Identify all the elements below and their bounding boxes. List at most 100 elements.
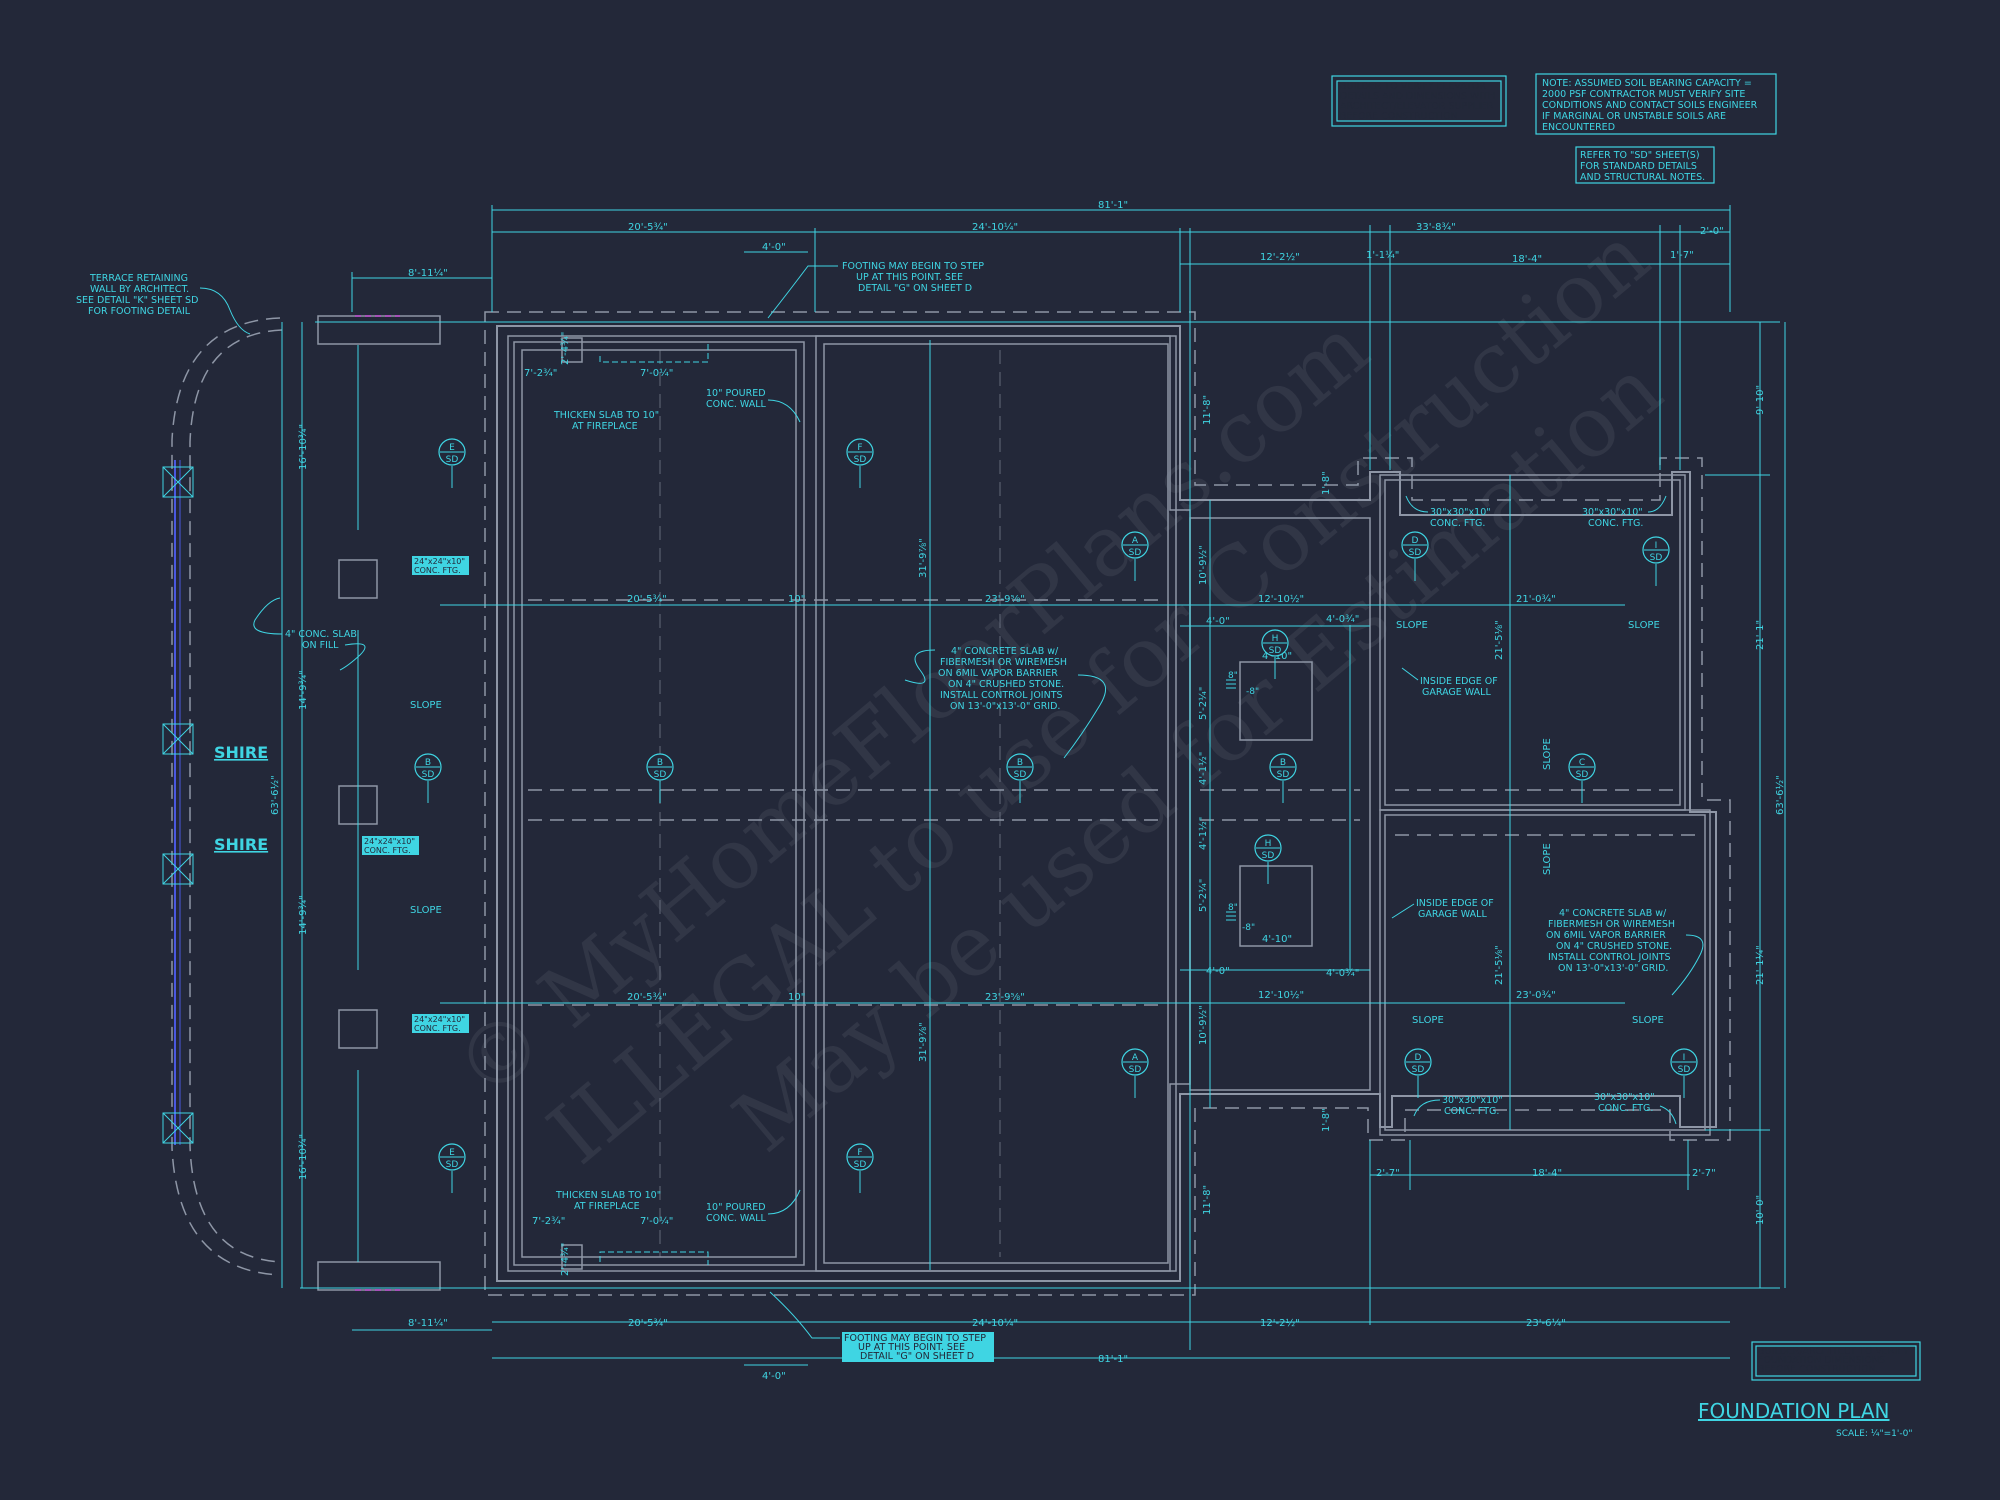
dim-stair-f: 4'-0¾" xyxy=(1326,614,1359,625)
section-marker-letter: I xyxy=(1655,541,1658,551)
section-marker-sheet: SD xyxy=(1129,548,1142,558)
section-marker: BSD xyxy=(1006,753,1034,803)
svg-text:10" POURED: 10" POURED xyxy=(706,1202,766,1213)
dim-elev-l: -8" xyxy=(1242,923,1255,933)
svg-text:CONC. FTG.: CONC. FTG. xyxy=(364,846,411,855)
svg-text:BUILDER TO VERIFY ELEVATOR: BUILDER TO VERIFY ELEVATOR xyxy=(1340,81,1486,92)
dim-right-v1: 9'-10" xyxy=(1755,385,1766,415)
note-terrace: TERRACE RETAINING WALL BY ARCHITECT. SEE… xyxy=(76,273,251,335)
section-marker-letter: H xyxy=(1272,634,1279,644)
svg-text:INSIDE EDGE OF: INSIDE EDGE OF xyxy=(1416,898,1494,909)
section-marker-sheet: SD xyxy=(446,1160,459,1170)
dim-mid-h3: 20'-5¾" xyxy=(627,992,667,1003)
section-marker-sheet: SD xyxy=(654,770,667,780)
note-soil-box: NOTE: ASSUMED SOIL BEARING CAPACITY = 20… xyxy=(1535,73,1777,135)
dim-garage-v2: 21'-5⅛" xyxy=(1494,945,1505,985)
dim-left-v2: 14'-9¾" xyxy=(298,670,309,710)
section-marker-sheet: SD xyxy=(1277,770,1290,780)
note-ftg-br1: 30"x30"x10" CONC. FTG. xyxy=(1413,1095,1503,1117)
terrace-columns xyxy=(317,315,441,1291)
section-marker-letter: B xyxy=(1017,758,1023,768)
dim-elev-m: 8" xyxy=(1228,671,1238,681)
section-marker: HSD xyxy=(1254,834,1282,884)
section-marker-letter: E xyxy=(449,1148,455,1158)
note-poured-bottom: 10" POURED CONC. WALL xyxy=(706,1189,801,1224)
dim-left-terrace-bottom: 8'-11¼" xyxy=(408,1317,448,1329)
reference-grid xyxy=(300,225,1780,1350)
svg-text:FIBERMESH OR WIREMESH: FIBERMESH OR WIREMESH xyxy=(940,657,1067,668)
dim-left-terrace-top: 8'-11¼" xyxy=(408,267,448,279)
section-marker: ISD xyxy=(1670,1048,1698,1098)
section-marker-sheet: SD xyxy=(1412,1065,1425,1075)
plan-title: FOUNDATION PLAN xyxy=(1698,1399,1890,1423)
dim-bottom-garage-b: 18'-4" xyxy=(1532,1168,1562,1179)
section-marker-sheet: SD xyxy=(854,1160,867,1170)
dim-bottom-overall: 81'-1" xyxy=(1098,1354,1128,1365)
section-marker: HSD xyxy=(1261,629,1289,679)
svg-text:30"x30"x10": 30"x30"x10" xyxy=(1430,507,1491,518)
section-marker-letter: A xyxy=(1132,536,1139,546)
svg-text:10" POURED: 10" POURED xyxy=(706,388,766,399)
section-marker: CSD xyxy=(1568,753,1596,803)
note-ftg-br2: 30"x30"x10" CONC. FTG. xyxy=(1594,1092,1677,1125)
svg-text:FIBERMESH OR WIREMESH: FIBERMESH OR WIREMESH xyxy=(1548,919,1675,930)
slope-label: SLOPE xyxy=(1628,620,1660,631)
section-marker-sheet: SD xyxy=(1409,548,1422,558)
svg-text:ENCOUNTERED: ENCOUNTERED xyxy=(1542,122,1615,133)
section-marker: BSD xyxy=(414,753,442,803)
svg-text:SEE DETAIL "K" SHEET SD: SEE DETAIL "K" SHEET SD xyxy=(76,295,198,306)
section-marker: E SD xyxy=(438,1143,466,1193)
dim-bottom-garage-c: 2'-7" xyxy=(1692,1168,1716,1179)
svg-text:INSTALL CONTROL JOINTS: INSTALL CONTROL JOINTS xyxy=(940,690,1063,701)
section-marker-letter: B xyxy=(657,758,663,768)
section-marker: ESD xyxy=(438,438,466,488)
dim-left-v3: 14'-9¾" xyxy=(298,895,309,935)
svg-text:AND STRUCTURAL NOTES.: AND STRUCTURAL NOTES. xyxy=(1580,172,1705,183)
svg-text:GARAGE WALL: GARAGE WALL xyxy=(1418,909,1487,920)
dim-top-seg2: 24'-10¼" xyxy=(972,221,1018,233)
svg-text:4" CONCRETE SLAB w/: 4" CONCRETE SLAB w/ xyxy=(1559,908,1667,919)
svg-text:FOOTING MAY BEGIN TO STEP: FOOTING MAY BEGIN TO STEP xyxy=(844,1333,986,1344)
note-thicken-top: THICKEN SLAB TO 10" AT FIREPLACE xyxy=(553,410,659,432)
svg-text:AT FIREPLACE: AT FIREPLACE xyxy=(572,421,638,432)
section-marker-letter: D xyxy=(1412,536,1419,546)
dim-elev-f: 4'-1½" xyxy=(1197,817,1209,850)
dim-stair-b: 12'-10½" xyxy=(1258,989,1304,1001)
dim-garage-h1: 21'-0¾" xyxy=(1516,594,1556,605)
note-footing-bottom: FOOTING MAY BEGIN TO STEP UP AT THIS POI… xyxy=(769,1291,994,1362)
svg-text:THICKEN SLAB TO 10": THICKEN SLAB TO 10" xyxy=(555,1190,661,1201)
dim-r2-a: 12'-2½" xyxy=(1260,251,1300,263)
dim-top-4ft: 4'-0" xyxy=(762,242,786,253)
dim-top-seg3: 33'-8¾" xyxy=(1416,222,1456,233)
svg-text:FOR FOOTING DETAIL: FOR FOOTING DETAIL xyxy=(88,306,191,317)
dim-elev-a: 10'-9½" xyxy=(1197,545,1209,585)
svg-text:DETAIL "G" ON SHEET D: DETAIL "G" ON SHEET D xyxy=(858,283,972,294)
section-marker-sheet: SD xyxy=(854,455,867,465)
svg-text:ON 13'-0"x13'-0" GRID.: ON 13'-0"x13'-0" GRID. xyxy=(1558,963,1668,974)
svg-text:NOTE: ASSUMED SOIL BEARING CAP: NOTE: ASSUMED SOIL BEARING CAPACITY = xyxy=(1542,78,1752,89)
dim-garage-h2: 23'-0¾" xyxy=(1516,990,1556,1001)
svg-text:UP AT THIS POINT. SEE: UP AT THIS POINT. SEE xyxy=(858,1342,965,1353)
svg-text:CONC. FTG.: CONC. FTG. xyxy=(1598,1103,1653,1114)
svg-text:CONC. FTG.: CONC. FTG. xyxy=(1588,518,1643,529)
note-slab-fill: 4" CONC. SLAB ON FILL xyxy=(253,597,366,671)
dim-elev-j: 1'-8" xyxy=(1321,1108,1332,1132)
svg-text:CONC. FTG.: CONC. FTG. xyxy=(1430,518,1485,529)
section-marker-sheet: SD xyxy=(1650,553,1663,563)
svg-text:CONC. FTG.: CONC. FTG. xyxy=(414,566,461,575)
note-inside-edge-2: INSIDE EDGE OF GARAGE WALL xyxy=(1391,898,1494,920)
dim-fp-v2: 2'-4¾" xyxy=(560,1243,571,1276)
svg-text:ARCHITECT/ELEVATOR SUPPLIER: ARCHITECT/ELEVATOR SUPPLIER xyxy=(1340,101,1494,112)
dim-bottom-seg4: 23'-6¼" xyxy=(1526,1317,1566,1329)
section-marker: B SD xyxy=(1269,753,1297,803)
section-marker-letter: E xyxy=(449,443,455,453)
section-marker-letter: B xyxy=(1280,758,1286,768)
dim-elev-k: -8" xyxy=(1246,687,1259,697)
dim-garage-v1: 21'-5⅛" xyxy=(1494,620,1505,660)
slope-label: SLOPE xyxy=(1542,738,1553,770)
dim-elev-d: 5'-2¼" xyxy=(1197,879,1209,912)
svg-text:INSIDE EDGE OF: INSIDE EDGE OF xyxy=(1420,676,1498,687)
svg-text:FOR STANDARD DETAILS: FOR STANDARD DETAILS xyxy=(1580,161,1697,172)
shire-label-2: SHIRE xyxy=(214,835,268,854)
section-marker: FSD xyxy=(846,438,874,488)
